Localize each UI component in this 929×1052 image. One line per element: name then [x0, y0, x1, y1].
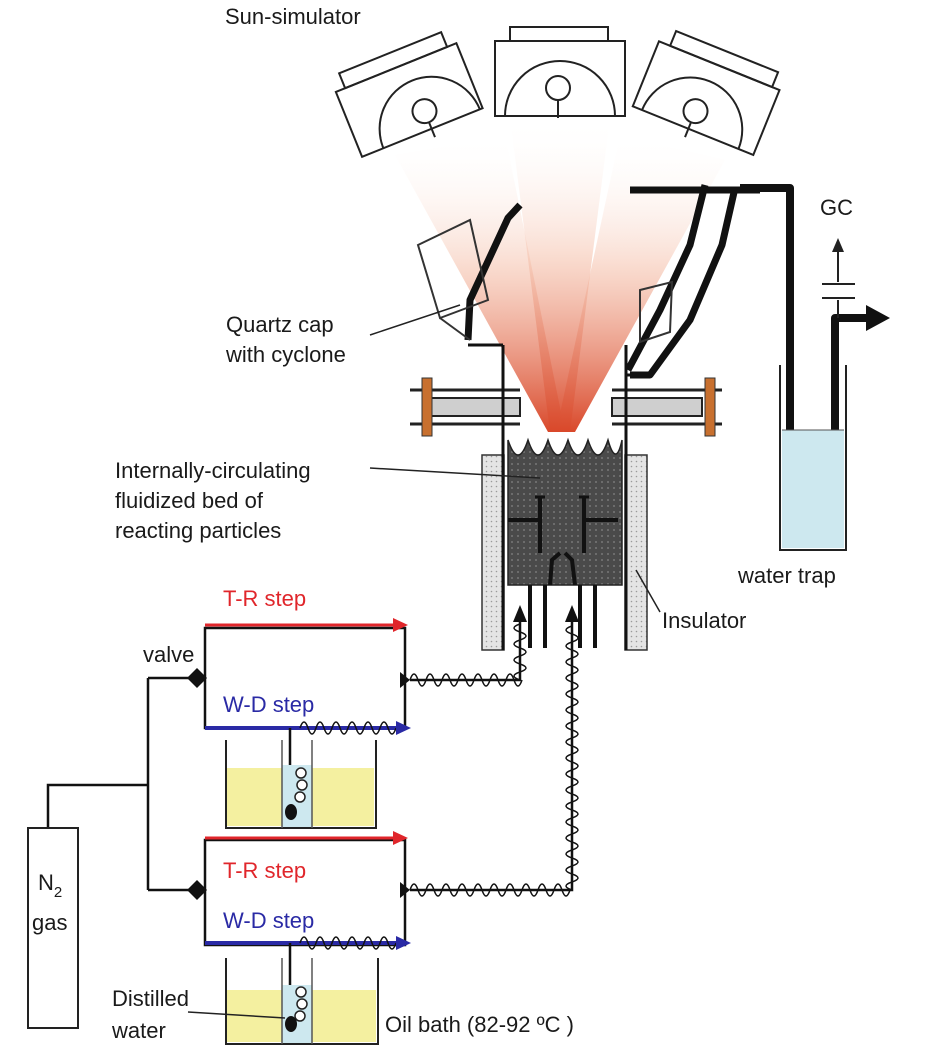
n2-supply-lines: [46, 676, 190, 892]
valve-label: valve: [143, 642, 194, 667]
fluidized-bed: [507, 437, 623, 586]
water-trap-label: water trap: [737, 563, 836, 588]
bubbles-lower: [294, 986, 308, 1022]
gc-line: [822, 250, 855, 318]
quartz-cap-shell: [416, 218, 674, 344]
wd-arrow-lower: [396, 936, 411, 950]
distilled-water-label-1: Distilled: [112, 986, 189, 1011]
draft-tube: [508, 495, 618, 586]
bed-label-2: fluidized bed of: [115, 488, 264, 513]
wd-step-label-upper: W-D step: [223, 692, 314, 717]
insulator-walls: [481, 454, 648, 651]
reactor-body: [468, 343, 650, 650]
wd-arrow-upper: [396, 721, 411, 735]
tr-step-label-upper: T-R step: [223, 586, 306, 611]
sun-simulator-lamps: [334, 26, 781, 159]
tr-arrow-lower: [393, 831, 408, 845]
outlet-valve-lower: [400, 882, 410, 898]
insulator-label: Insulator: [662, 608, 746, 633]
n2-gas-cylinder: [27, 827, 79, 1029]
sun-simulator-label: Sun-simulator: [225, 4, 361, 29]
valve-lower: [187, 880, 207, 900]
n2-gas-label: gas: [32, 910, 67, 935]
outlet-valve-upper: [400, 672, 410, 688]
feed-line-2: [409, 618, 579, 897]
oil-bath-upper-outline: [225, 740, 377, 829]
leader-lines: [187, 304, 661, 1019]
quartz-cap-label-1: Quartz cap: [226, 312, 334, 337]
bed-label-1: Internally-circulating: [115, 458, 311, 483]
distilled-water-label-2: water: [111, 1018, 166, 1043]
valve-upper: [187, 668, 207, 688]
tr-step-label-lower: T-R step: [223, 858, 306, 883]
water-trap-liquid: [782, 430, 844, 548]
oil-bath-lower-outline: [225, 958, 379, 1045]
outlet-arrow-head: [866, 305, 890, 331]
n2-label: N2: [38, 870, 62, 901]
water-trap-beaker: [779, 365, 847, 551]
bubbles-upper: [294, 767, 308, 803]
quartz-cap-label-2: with cyclone: [225, 342, 346, 367]
oil-bath-label: Oil bath (82-92 ºC ): [385, 1012, 574, 1037]
wd-step-label-lower: W-D step: [223, 908, 314, 933]
reactor-gas-inlets: [528, 585, 597, 648]
gc-arrow-head: [832, 238, 844, 252]
feed-line-1: [409, 618, 527, 687]
tr-arrow-upper: [393, 618, 408, 632]
feed-arrow-1: [513, 605, 527, 622]
feed-arrow-2: [565, 605, 579, 622]
gc-label: GC: [820, 195, 853, 220]
bed-label-3: reacting particles: [115, 518, 281, 543]
